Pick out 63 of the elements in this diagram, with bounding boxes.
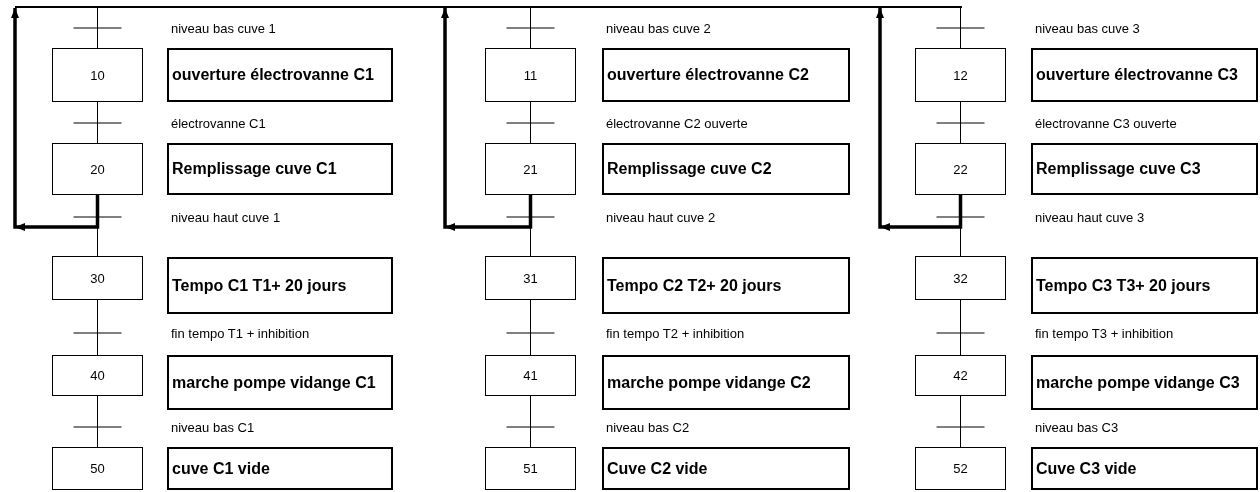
step-box: 21 bbox=[485, 143, 576, 195]
step-box: 32 bbox=[915, 256, 1006, 300]
action-box: Remplissage cuve C3 bbox=[1031, 143, 1258, 195]
link-line bbox=[73, 395, 122, 448]
transition-condition: niveau bas C3 bbox=[1035, 419, 1119, 435]
step-box: 11 bbox=[485, 48, 576, 102]
link-line bbox=[936, 395, 985, 448]
transition-condition: fin tempo T2 + inhibition bbox=[606, 325, 745, 341]
loop-arrow bbox=[876, 8, 963, 231]
action-box: Remplissage cuve C1 bbox=[167, 143, 393, 195]
transition-condition: électrovanne C1 bbox=[171, 115, 266, 131]
action-box: Tempo C3 T3+ 20 jours bbox=[1031, 257, 1258, 314]
step-box: 52 bbox=[915, 447, 1006, 490]
transition-condition: électrovanne C2 ouverte bbox=[606, 115, 748, 131]
link-line bbox=[506, 395, 555, 448]
step-box: 40 bbox=[52, 355, 143, 396]
link-line bbox=[506, 7, 555, 49]
transition-condition: niveau haut cuve 3 bbox=[1035, 209, 1145, 225]
loop-arrow bbox=[441, 8, 533, 231]
step-box: 31 bbox=[485, 256, 576, 300]
step-box: 12 bbox=[915, 48, 1006, 102]
transition-condition: niveau bas cuve 3 bbox=[1035, 20, 1140, 36]
link-line bbox=[73, 7, 122, 49]
link-line bbox=[506, 194, 555, 257]
action-box: ouverture électrovanne C1 bbox=[167, 48, 393, 102]
link-line bbox=[936, 7, 985, 49]
link-line bbox=[506, 101, 555, 144]
step-box: 10 bbox=[52, 48, 143, 102]
transition-condition: niveau bas cuve 2 bbox=[606, 20, 711, 36]
link-line bbox=[936, 101, 985, 144]
link-line bbox=[73, 299, 122, 356]
action-box: ouverture électrovanne C3 bbox=[1031, 48, 1258, 102]
transition-condition: niveau bas cuve 1 bbox=[171, 20, 276, 36]
step-box: 20 bbox=[52, 143, 143, 195]
action-box: cuve C1 vide bbox=[167, 447, 393, 490]
transition-condition: niveau bas C1 bbox=[171, 419, 255, 435]
action-box: Remplissage cuve C2 bbox=[602, 143, 850, 195]
transition-condition: fin tempo T1 + inhibition bbox=[171, 325, 310, 341]
action-box: Tempo C2 T2+ 20 jours bbox=[602, 257, 850, 314]
link-line bbox=[73, 101, 122, 144]
link-line bbox=[73, 194, 122, 257]
action-box: Tempo C1 T1+ 20 jours bbox=[167, 257, 393, 314]
step-box: 51 bbox=[485, 447, 576, 490]
transition-condition: fin tempo T3 + inhibition bbox=[1035, 325, 1174, 341]
transition-condition: électrovanne C3 ouverte bbox=[1035, 115, 1177, 131]
action-box: ouverture électrovanne C2 bbox=[602, 48, 850, 102]
transition-condition: niveau haut cuve 1 bbox=[171, 209, 281, 225]
action-box: Cuve C3 vide bbox=[1031, 447, 1258, 490]
link-line bbox=[936, 194, 985, 257]
step-box: 22 bbox=[915, 143, 1006, 195]
transition-condition: niveau bas C2 bbox=[606, 419, 690, 435]
action-box: Cuve C2 vide bbox=[602, 447, 850, 490]
link-line bbox=[936, 299, 985, 356]
step-box: 41 bbox=[485, 355, 576, 396]
step-box: 42 bbox=[915, 355, 1006, 396]
action-box: marche pompe vidange C2 bbox=[602, 355, 850, 410]
action-box: marche pompe vidange C3 bbox=[1031, 355, 1258, 410]
step-box: 50 bbox=[52, 447, 143, 490]
action-box: marche pompe vidange C1 bbox=[167, 355, 393, 410]
link-line bbox=[506, 299, 555, 356]
transition-condition: niveau haut cuve 2 bbox=[606, 209, 716, 225]
step-box: 30 bbox=[52, 256, 143, 300]
loop-arrow bbox=[11, 8, 100, 231]
